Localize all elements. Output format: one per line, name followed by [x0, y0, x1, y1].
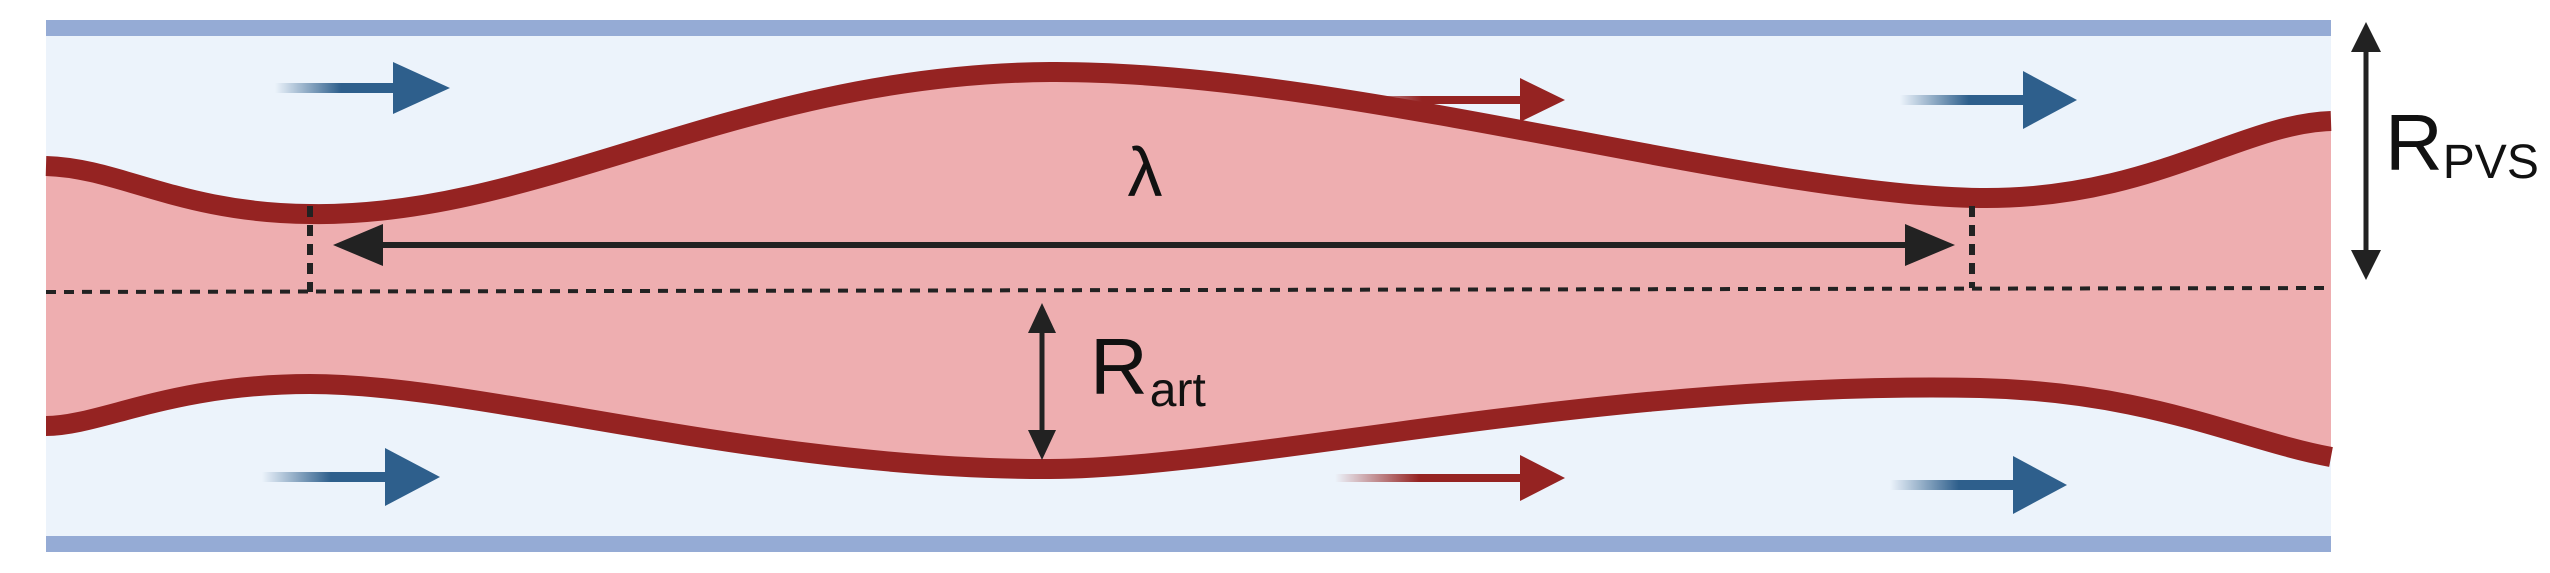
flow-arrow-bottom-middle-icon: [1335, 455, 1565, 501]
outer-wall-top: [46, 20, 2331, 36]
artery-wall-bottom: [45, 373, 2333, 480]
flow-arrow-top-left-icon: [275, 62, 450, 114]
artery-radius-arrow-icon: [1028, 303, 1056, 460]
wavelength-label: λ: [1128, 133, 1163, 211]
flow-arrow-bottom-left-icon: [262, 448, 440, 506]
flow-arrow-top-right-icon: [1900, 71, 2077, 129]
artery-centerline: [45, 286, 2332, 294]
pvs-radius-label: RPVS: [2385, 98, 2539, 189]
wavelength-double-arrow-icon: [333, 224, 1955, 266]
artery-radius-label: Rart: [1090, 322, 1206, 417]
artery-body: [46, 71, 2331, 470]
flow-arrow-bottom-right-icon: [1890, 456, 2067, 514]
artery-wall-top: [45, 61, 2332, 225]
flow-arrow-top-middle-icon: [1340, 78, 1565, 122]
pvs-radius-arrow-icon: [2351, 22, 2381, 280]
outer-wall-bottom: [46, 536, 2331, 552]
